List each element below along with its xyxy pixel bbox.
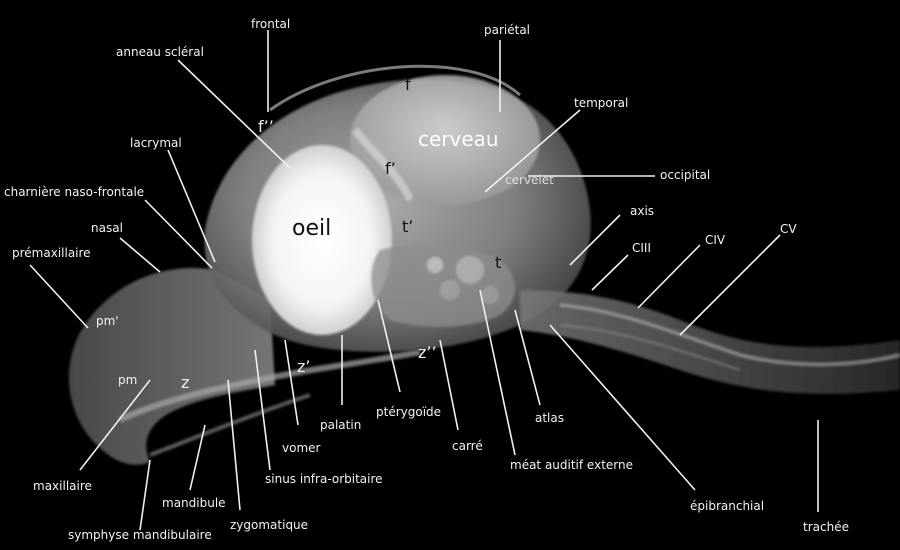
label-palatin: palatin <box>320 418 362 432</box>
overlay-f-second: f’’ <box>258 117 274 136</box>
label-symphyse: symphyse mandibulaire <box>68 528 212 542</box>
leader-lacrymal <box>167 149 216 263</box>
beak-shape <box>68 268 421 465</box>
overlay-f-prime: f’ <box>385 159 396 178</box>
leader-temporal <box>484 109 581 193</box>
neck-shape <box>520 290 900 394</box>
label-occipital: occipital <box>660 168 711 182</box>
leader-symphyse <box>139 459 151 531</box>
leader-civ <box>637 244 701 309</box>
label-pterygoide: ptérygoïde <box>376 405 442 419</box>
leader-mandibule <box>189 424 206 491</box>
label-axis: axis <box>630 204 655 218</box>
leader-premaxillaire <box>29 264 89 329</box>
leader-axis <box>569 214 621 266</box>
label-zygomatique: zygomatique <box>230 518 309 532</box>
label-ciii: CIII <box>632 241 651 255</box>
leader-maxillaire <box>79 379 151 471</box>
leader-charniere <box>144 199 213 269</box>
label-pm: pm <box>118 373 138 387</box>
leader-atlas <box>514 309 541 406</box>
label-temporal: temporal <box>574 96 629 110</box>
overlay-z-prime: z’ <box>297 357 311 376</box>
leader-cv <box>679 234 781 336</box>
label-cv: CV <box>780 222 797 236</box>
overlay-oeil: oeil <box>292 216 332 241</box>
leader-anneau-scleral <box>177 59 291 169</box>
overlay-t-prime: t’ <box>402 217 414 236</box>
leader-pterygoide <box>377 299 401 393</box>
overlay-z-second: z’’ <box>418 343 437 362</box>
leader-nasal <box>119 237 161 273</box>
eye-shape <box>252 145 392 335</box>
label-pm-prime: pm' <box>96 314 119 328</box>
label-nasal: nasal <box>91 221 123 235</box>
leader-lines <box>29 30 819 531</box>
label-carre: carré <box>452 439 483 453</box>
label-parietal: pariétal <box>484 23 531 37</box>
label-mandibule: mandibule <box>162 496 226 510</box>
label-epibranchial: épibranchial <box>690 499 765 513</box>
label-charniere: charnière naso-frontale <box>4 185 145 199</box>
label-sinus: sinus infra-orbitaire <box>265 472 383 486</box>
label-vomer: vomer <box>282 441 321 455</box>
overlay-cerveau: cerveau <box>418 127 499 151</box>
label-anneau-scleral: anneau scléral <box>116 45 204 59</box>
label-civ: CIV <box>705 233 726 247</box>
leader-meat <box>479 289 516 456</box>
leader-ciii <box>591 254 629 291</box>
overlay-f: f <box>405 75 411 94</box>
label-frontal: frontal <box>251 17 291 31</box>
label-meat: méat auditif externe <box>510 458 634 472</box>
label-premaxillaire: prémaxillaire <box>12 246 91 260</box>
label-lacrymal: lacrymal <box>130 136 182 150</box>
label-trachee: trachée <box>803 520 849 534</box>
jaw-structures <box>371 244 515 327</box>
overlay-t: t <box>495 253 502 272</box>
label-maxillaire: maxillaire <box>33 479 92 493</box>
overlay-z: z <box>181 373 190 392</box>
overlay-cervelet: cervelet <box>505 173 554 187</box>
leader-vomer <box>284 339 299 426</box>
leader-zygomatique <box>227 379 241 511</box>
leader-sinus <box>254 349 271 471</box>
leader-carre <box>439 339 459 431</box>
label-atlas: atlas <box>535 411 564 425</box>
leader-epibranchial <box>549 324 696 491</box>
